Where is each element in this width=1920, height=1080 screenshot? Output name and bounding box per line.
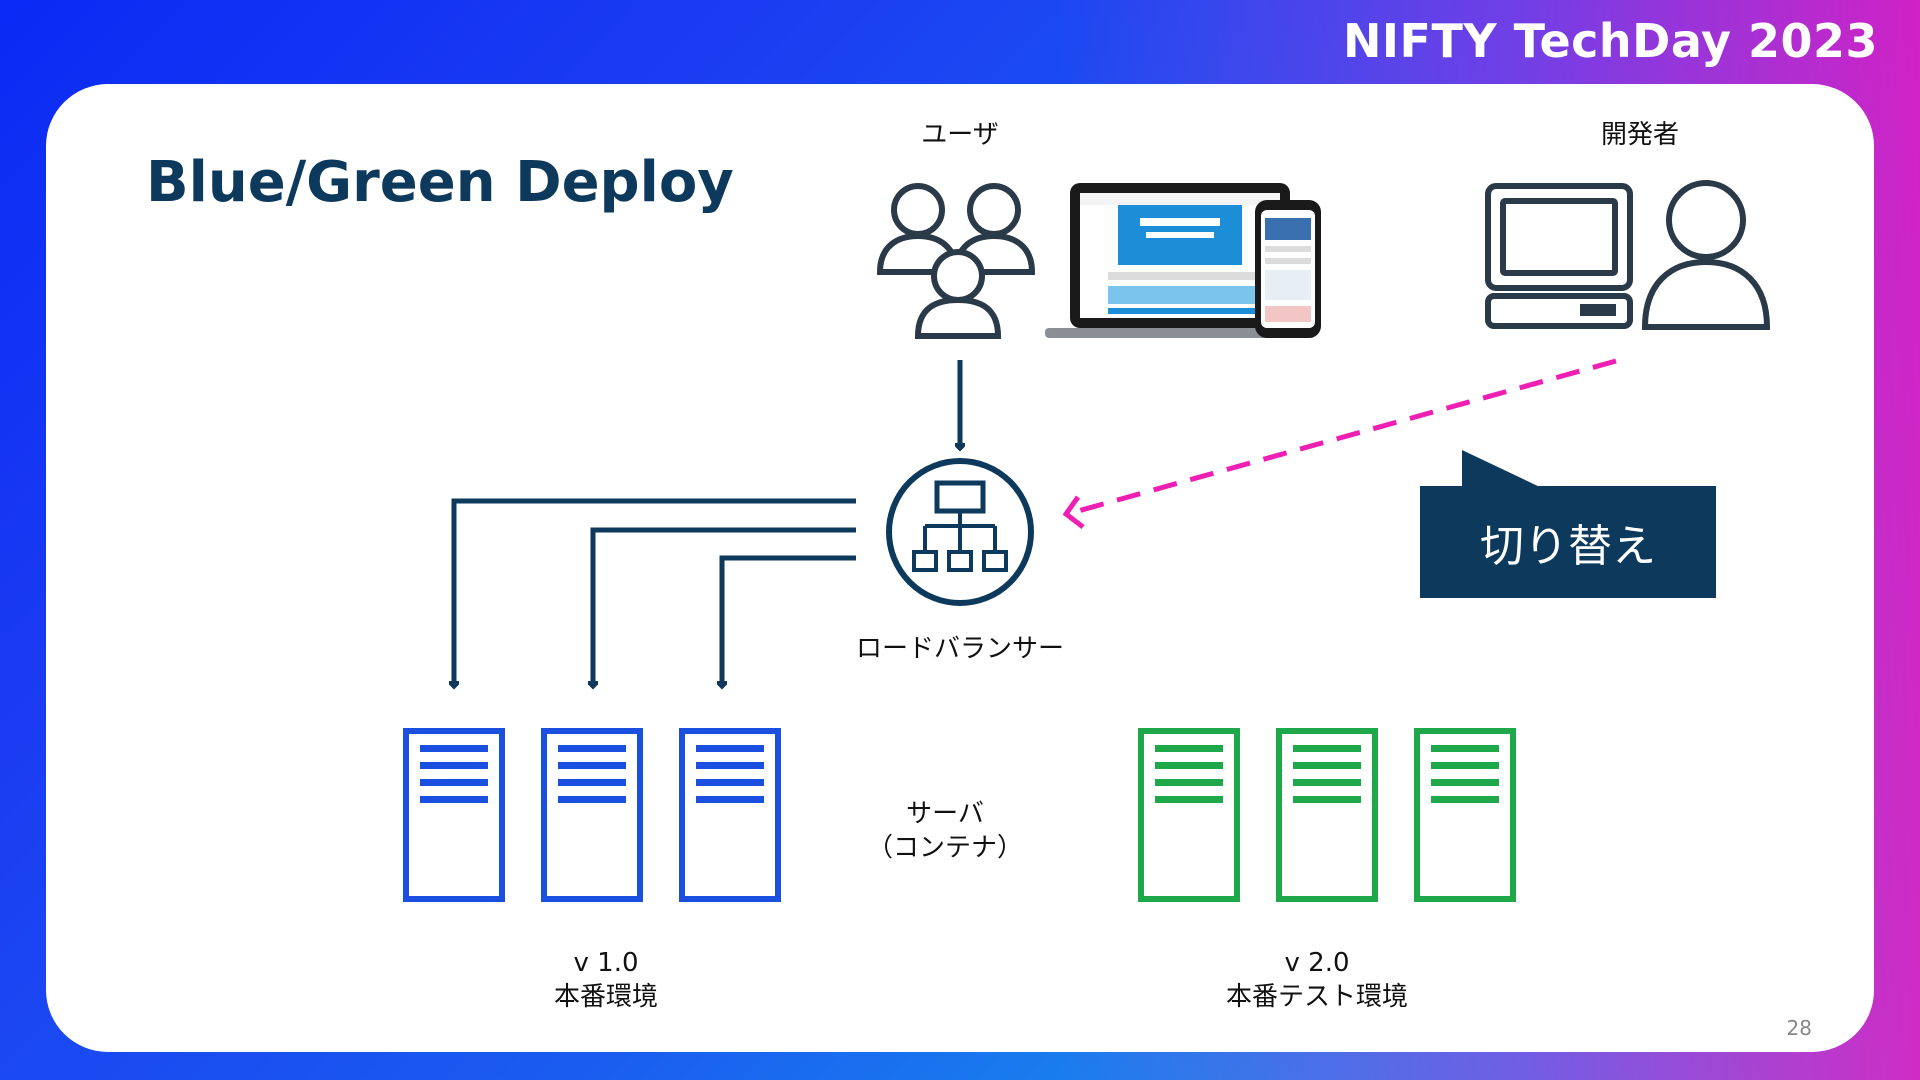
lb-to-servers-arrows xyxy=(454,498,856,686)
server-icon xyxy=(1138,728,1240,902)
switch-callout: 切り替え xyxy=(1420,486,1716,598)
callout-tail xyxy=(1462,450,1542,488)
server-icon xyxy=(403,728,505,902)
user-label: ユーザ xyxy=(921,120,999,150)
slide-title: Blue/Green Deploy xyxy=(146,150,734,215)
server-label: サーバ （コンテナ） xyxy=(845,797,1045,865)
switch-arrow xyxy=(1062,358,1617,529)
arrow-to-server-1 xyxy=(454,498,856,686)
arrow-to-server-2 xyxy=(593,527,856,686)
server-icon xyxy=(1276,728,1378,902)
server-label-line2: （コンテナ） xyxy=(866,833,1023,863)
page-number: 28 xyxy=(1786,1016,1812,1040)
person-icon xyxy=(1641,180,1771,330)
v1-version: v 1.0 xyxy=(573,948,639,978)
event-logo: NIFTY TechDay 2023 xyxy=(1342,14,1878,68)
users-group-icon xyxy=(876,183,1036,339)
server-label-line1: サーバ xyxy=(906,799,984,829)
server-icon xyxy=(541,728,643,902)
v2-label: v 2.0 本番テスト環境 xyxy=(1167,946,1467,1014)
arrow-to-server-3 xyxy=(722,555,856,686)
v2-version: v 2.0 xyxy=(1284,948,1350,978)
developer-label: 開発者 xyxy=(1600,120,1679,150)
server-group-v1 xyxy=(403,728,781,902)
load-balancer-label: ロードバランサー xyxy=(855,634,1064,664)
server-icon xyxy=(679,728,781,902)
load-balancer-icon xyxy=(886,458,1034,606)
laptop-phone-image xyxy=(1045,183,1321,338)
computer-icon xyxy=(1485,183,1633,329)
server-icon xyxy=(1414,728,1516,902)
server-group-v2 xyxy=(1138,728,1516,902)
v2-env: 本番テスト環境 xyxy=(1225,982,1408,1012)
v1-label: v 1.0 本番環境 xyxy=(456,946,756,1014)
v1-env: 本番環境 xyxy=(553,982,658,1012)
